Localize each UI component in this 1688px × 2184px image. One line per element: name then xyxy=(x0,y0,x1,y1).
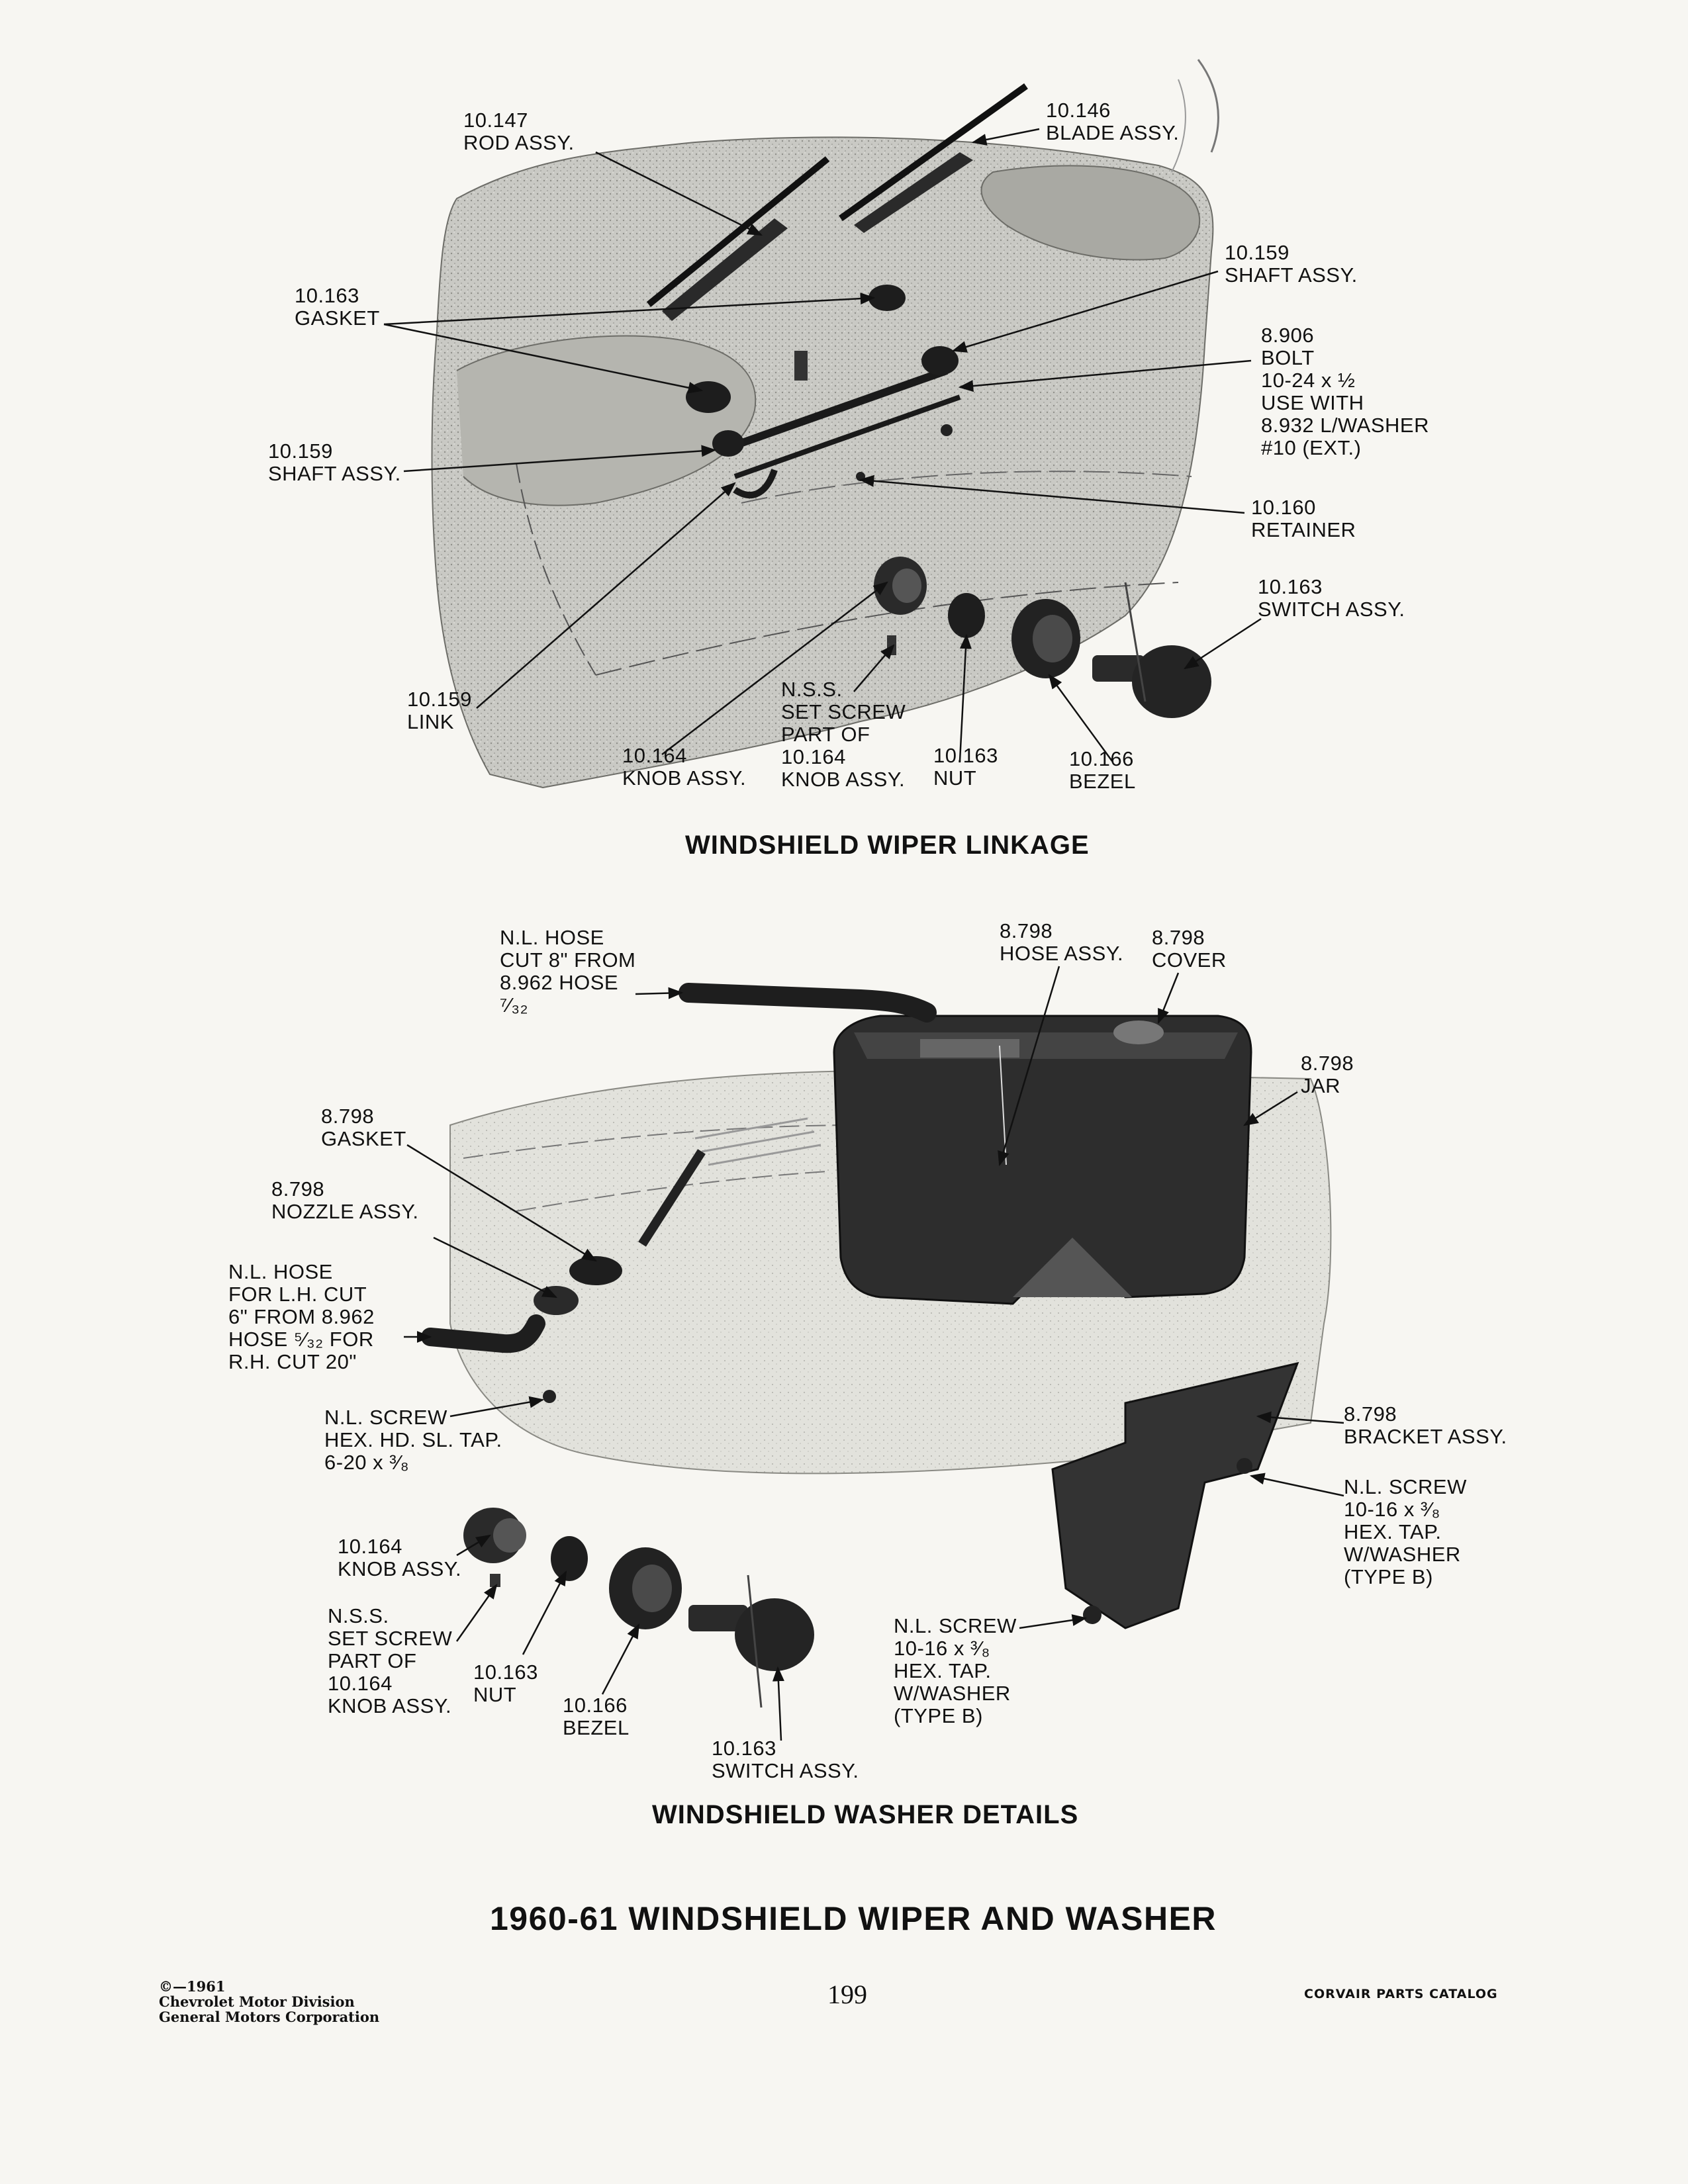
page-number: 199 xyxy=(827,1979,867,2009)
washer-leader-lines xyxy=(404,966,1344,1741)
page-title: 1960-61 WINDSHIELD WIPER AND WASHER xyxy=(490,1900,1217,1937)
washer-illustration xyxy=(421,983,1332,1708)
catalog-name: CORVAIR PARTS CATALOG xyxy=(1304,1987,1498,2001)
bracket xyxy=(1051,1361,1299,1629)
washer-caption: WINDSHIELD WASHER DETAILS xyxy=(652,1800,1079,1829)
linkage-illustration xyxy=(431,59,1219,789)
washer-jar xyxy=(833,1015,1252,1305)
linkage-caption: WINDSHIELD WIPER LINKAGE xyxy=(685,831,1090,860)
linkage-leader-lines xyxy=(383,128,1262,762)
copyright-block: ©—1961 Chevrolet Motor Division General … xyxy=(159,1978,380,2025)
